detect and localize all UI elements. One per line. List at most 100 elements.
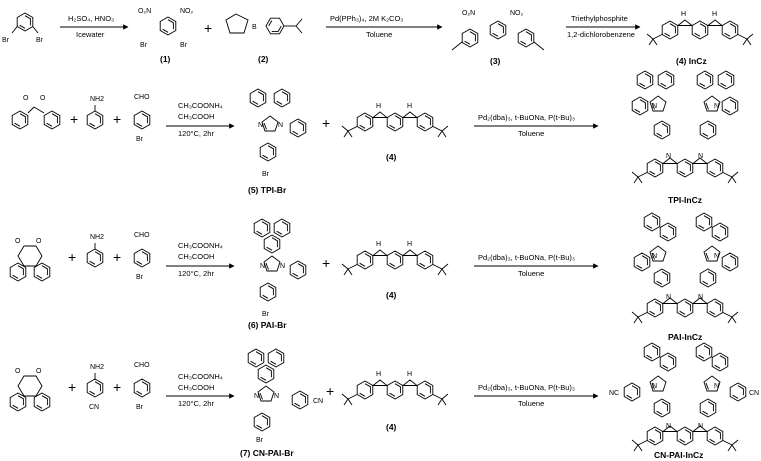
condition-text: Toluene [518,129,544,138]
atom-label: CN [89,404,99,411]
tpi-incz-structure: N N N N [632,70,738,183]
incz-structure: H H [647,11,753,45]
atom-label: CN [749,390,759,397]
dibromobenzene-structure: Br Br [2,12,44,44]
condition-text: CH₃COOH [178,112,214,121]
condition-text: Toluene [518,399,544,408]
compound-label: (3) [490,56,501,66]
plus-sign: + [113,111,121,127]
compound-2-structure: B [225,13,303,35]
compound-label: (7) CN-PAI-Br [240,448,294,458]
condition-text: 120°C, 2hr [178,269,214,278]
atom-label: NH2 [90,234,104,241]
row-2: O O + NH2 + CHO Br CH₃COONH₄ CH₃COOH 120… [11,70,738,205]
atom-label: N [254,393,259,400]
compound-label: (4) [386,422,397,432]
plus-sign: + [326,383,334,399]
row-1: Br Br H₂SO₄, HNO₃ Icewater O₂N NO₂ Br Br… [2,8,753,66]
atom-label: N [666,294,671,301]
condition-text: Icewater [76,30,105,39]
atom-label: N [666,423,671,430]
atom-label: N [652,383,657,390]
atom-label: N [698,423,703,430]
atom-label: N [698,153,703,160]
condition-text: Toluene [518,269,544,278]
compound-label: (6) PAI-Br [248,320,287,330]
condition-text: H₂SO₄, HNO₃ [68,14,114,23]
atom-label: CHO [134,362,150,369]
incz-structure: H H [342,103,448,137]
atom-label: N [280,263,285,270]
atom-label: Br [36,37,44,44]
atom-label: Br [136,136,144,143]
pai-br-structure: N N Br [253,218,307,318]
compound-label: (1) [160,54,171,64]
aniline-structure: NH2 [86,234,104,268]
condition-text: 120°C, 2hr [178,129,214,138]
pai-incz-structure: N N N N [632,212,738,323]
aminobenzonitrile-structure: NH2 CN [86,364,104,411]
atom-label: NO₂ [510,10,524,17]
compound-label: TPI-InCz [668,195,702,205]
atom-label: N [714,103,719,110]
aniline-structure: NH2 [86,96,104,130]
atom-label: N [258,122,263,129]
atom-label: N [698,294,703,301]
plus-sign: + [68,249,76,265]
compound-3-structure: O₂N NO₂ [451,10,545,51]
atom-label: H [681,11,686,18]
compound-label: PAI-InCz [668,332,702,342]
bromobenzaldehyde-structure: CHO Br [133,94,151,143]
atom-label: N [260,263,265,270]
condition-text: Pd(PPh₃)₄, 2M K₂CO₃ [330,14,403,23]
atom-label: H [407,371,412,378]
atom-label: N [714,383,719,390]
atom-label: H [712,11,717,18]
atom-label: NH2 [90,364,104,371]
atom-label: N [652,253,657,260]
tpi-br-structure: N N Br [249,88,307,178]
compound-1-structure: O₂N NO₂ Br Br [138,8,194,49]
atom-label: N [666,153,671,160]
condition-text: 120°C, 2hr [178,399,214,408]
atom-label: H [376,371,381,378]
atom-label: O₂N [138,8,151,15]
atom-label: Br [262,311,270,318]
atom-label: Br [2,37,10,44]
atom-label: O [36,238,42,245]
condition-text: Pd₂(dba)₃, t-BuONa, P(t-Bu)₃ [478,383,575,392]
atom-label: NH2 [90,96,104,103]
plus-sign: + [322,255,330,271]
atom-label: H [407,103,412,110]
atom-label: B [252,24,257,31]
atom-label: O₂N [462,10,475,17]
atom-label: CHO [134,94,150,101]
atom-label: O [40,95,46,102]
atom-label: NC [609,390,619,397]
compound-label: (2) [258,54,269,64]
condition-text: CH₃COONH₄ [178,241,223,250]
atom-label: NO₂ [180,8,194,15]
condition-text: Triethylphosphite [571,14,628,23]
compound-label: (4) InCz [676,56,707,66]
row-3: O O + NH2 + CHO Br CH₃COONH₄ CH₃COOH 120… [9,212,738,342]
plus-sign: + [204,20,212,36]
cn-pai-br-structure: N N CN Br [247,348,323,444]
condition-text: Pd₂(dba)₃, t-BuONa, P(t-Bu)₃ [478,113,575,122]
incz-structure: H H [342,371,448,405]
cn-pai-incz-structure: NC CN N N N N [609,342,759,451]
atom-label: N [274,393,279,400]
compound-label: (5) TPI-Br [248,185,287,195]
atom-label: Br [180,42,188,49]
plus-sign: + [70,111,78,127]
plus-sign: + [113,379,121,395]
incz-structure: H H [342,241,448,275]
atom-label: Br [262,171,270,178]
compound-label: CN-PAI-InCz [654,450,703,460]
atom-label: Br [136,404,144,411]
plus-sign: + [322,115,330,131]
atom-label: Br [140,42,148,49]
condition-text: CH₃COONH₄ [178,101,223,110]
condition-text: CH₃COOH [178,252,214,261]
bromobenzaldehyde-structure: CHO Br [133,232,151,281]
